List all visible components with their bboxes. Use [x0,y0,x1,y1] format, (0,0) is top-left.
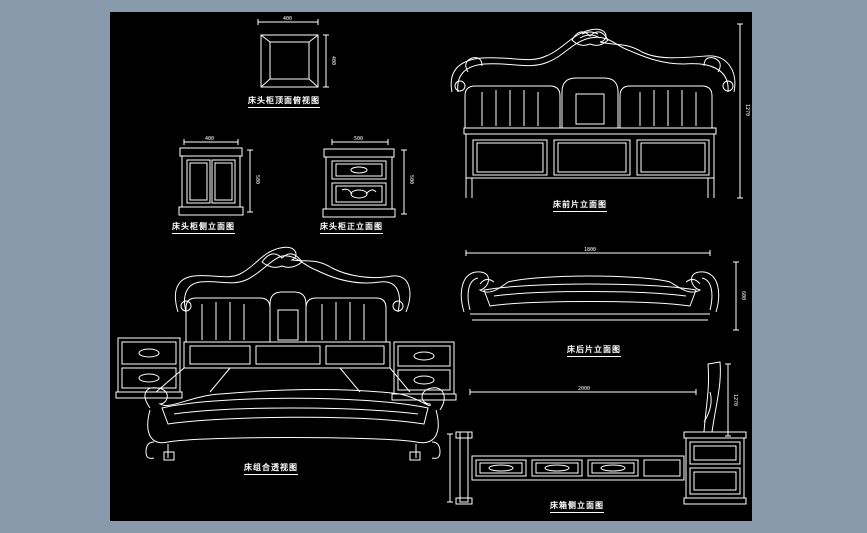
caption-nightstand-front: 床头柜正立面图 [320,222,383,234]
dim-ns-front-height: 500 [408,175,414,185]
dim-cap-width: 400 [283,16,293,22]
dim-ns-side-width: 400 [205,136,215,142]
nightstand-side-view [178,139,253,216]
cad-linework [115,19,747,505]
bed-rear-panel-view [460,250,739,331]
caption-bed-assembly: 床组合透视图 [244,463,298,475]
bed-front-panel-view [450,23,743,199]
dim-rail-height: 1270 [732,394,738,407]
caption-bed-rail-side: 床箱侧立面图 [550,501,604,513]
dim-rear-height: 600 [740,291,746,301]
caption-bed-front-panel: 床前片立面图 [553,200,607,212]
nightstand-front-view [322,139,407,218]
caption-bed-rear-panel: 床后片立面图 [567,345,621,357]
dim-cap-depth: 400 [330,56,336,66]
nightstand-top-view [257,19,329,88]
dim-ns-side-height: 500 [254,175,260,185]
cad-drawing-canvas[interactable]: 床头柜顶面俯视图 床头柜侧立面图 床头柜正立面图 床前片立面图 床后片立面图 床… [110,12,752,521]
caption-headboard-cap-side: 床头柜顶面俯视图 [248,96,320,108]
dim-ns-front-width: 500 [354,136,364,142]
caption-nightstand-side: 床头柜侧立面图 [172,222,235,234]
bed-assembly-view [115,246,457,461]
dim-rail-length: 2000 [578,386,591,392]
bed-side-rail-view [447,361,747,505]
dim-front-height: 1270 [744,104,750,117]
dim-rear-width: 1800 [584,247,597,253]
